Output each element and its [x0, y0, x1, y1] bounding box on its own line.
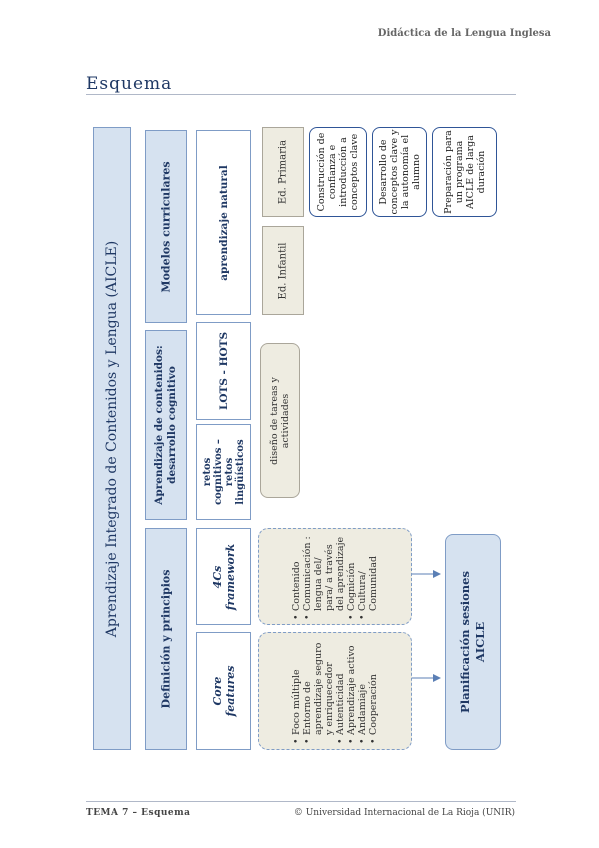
diseno-label: diseño de tareas y actividades: [269, 376, 291, 465]
4cs-list-content: Contenido Comunicación : lengua del/ par…: [291, 533, 379, 621]
primaria-step-3-label: Preparación para un programa AICLE de la…: [442, 130, 487, 214]
primaria-step-1: Construcción de confianza e introducción…: [309, 127, 367, 217]
primaria-step-1-label: Construcción de confianza e introducción…: [316, 132, 360, 212]
core-feature-item: Foco múltiple: [291, 637, 302, 735]
branch-definicion: Definición y principios: [145, 528, 187, 750]
4cs-framework-label: 4Cs framework: [210, 543, 237, 610]
4cs-item: Comunicación : lengua del/ para/ a travé…: [302, 533, 346, 611]
4cs-item: Cultura/ Comunidad: [357, 533, 379, 610]
planificacion-label: Planificación sesiones AICLE: [458, 571, 487, 713]
planificacion-node: Planificación sesiones AICLE: [445, 534, 501, 750]
footer-topic: TEMA 7 – Esquema: [86, 808, 191, 818]
branch-aprendizaje-label: Aprendizaje de contenidos: desarrollo co…: [153, 345, 178, 505]
root-node: Aprendizaje Integrado de Contenidos y Le…: [93, 127, 131, 750]
root-label: Aprendizaje Integrado de Contenidos y Le…: [104, 240, 120, 637]
ed-infantil-label: Ed. Infantil: [277, 242, 289, 299]
retos-node: retos cognitivos – retos lingüísticos: [196, 424, 251, 520]
footer-divider: [86, 801, 516, 802]
aprendizaje-natural-label: aprendizaje natural: [217, 164, 230, 281]
core-feature-item: Aprendizaje activo: [346, 637, 357, 735]
primaria-step-2-label: Desarrollo de conceptos clave y la auton…: [377, 129, 422, 215]
primaria-step-3: Preparación para un programa AICLE de la…: [432, 127, 497, 217]
course-header: Didáctica de la Lengua Inglesa: [377, 28, 551, 39]
diseno-node: diseño de tareas y actividades: [260, 343, 300, 498]
4cs-item: Cognición: [346, 533, 357, 610]
lots-hots-node: LOTS - HOTS: [196, 322, 251, 420]
core-feature-item: Entorno de aprendizaje seguro y enriquec…: [302, 637, 335, 735]
branch-definicion-label: Definición y principios: [159, 569, 173, 709]
core-feature-item: Andamiaje: [357, 637, 368, 735]
lots-hots-label: LOTS - HOTS: [217, 331, 230, 411]
4cs-item: Contenido: [291, 533, 302, 611]
title-divider: [86, 94, 516, 95]
core-features-list: Foco múltiple Entorno de aprendizaje seg…: [258, 632, 412, 750]
ed-primaria-node: Ed. Primaria: [262, 127, 304, 217]
section-title: Esquema: [86, 74, 173, 94]
4cs-list: Contenido Comunicación : lengua del/ par…: [258, 528, 412, 625]
ed-primaria-label: Ed. Primaria: [277, 139, 289, 205]
footer-copyright: © Universidad Internacional de La Rioja …: [293, 808, 515, 818]
branch-modelos: Modelos curriculares: [145, 130, 187, 323]
ed-infantil-node: Ed. Infantil: [262, 226, 304, 315]
core-features-list-content: Foco múltiple Entorno de aprendizaje seg…: [291, 637, 379, 745]
retos-label: retos cognitivos – retos lingüísticos: [201, 439, 246, 505]
branch-modelos-label: Modelos curriculares: [159, 160, 173, 293]
branch-aprendizaje: Aprendizaje de contenidos: desarrollo co…: [145, 330, 187, 520]
core-feature-item: Autenticidad: [335, 637, 346, 735]
core-features-label: Core features: [210, 665, 237, 717]
4cs-framework-node: 4Cs framework: [196, 528, 251, 625]
core-features-node: Core features: [196, 632, 251, 750]
primaria-step-2: Desarrollo de conceptos clave y la auton…: [372, 127, 427, 217]
aprendizaje-natural-node: aprendizaje natural: [196, 130, 251, 315]
core-feature-item: Cooperación: [368, 637, 379, 735]
